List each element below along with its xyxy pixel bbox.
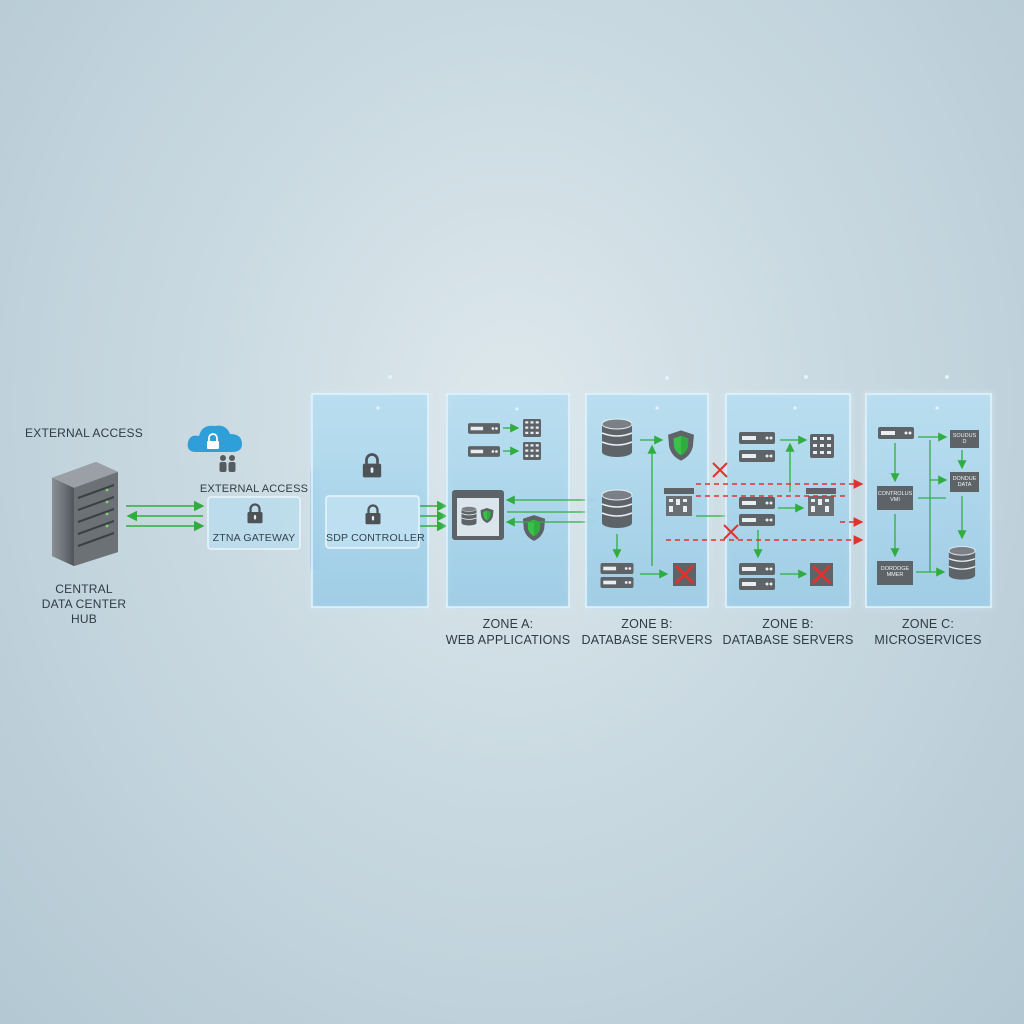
ztna-gateway-box [207,496,301,550]
zone-a-panel [446,393,598,608]
cloud-lock-icon [187,425,242,452]
sdp-controller-label: SDP CONTROLLER [326,532,425,544]
denied-flows [666,479,864,545]
hub-gateway-links [126,500,205,532]
zone-c-label: ZONE C: MICROSERVICES [858,616,998,648]
zone-b2-title: ZONE B: [762,617,814,631]
zone-b1-label: ZONE B: DATABASE SERVERS [577,616,717,648]
sdp-panel [311,393,429,608]
glow-dots [376,375,949,411]
zone-b-panel-1 [585,393,742,608]
gateway-top-label: EXTERNAL ACCESS [199,483,309,495]
sdp-zone-links [420,500,448,532]
zone-b2-label: ZONE B: DATABASE SERVERS [718,616,858,648]
zone-a-title: ZONE A: [482,617,534,631]
micro-label-b: DONDUE DATA [952,476,977,488]
zone-b-panel-2 [725,393,851,608]
micro-label-c: CONTROLUS VMI [877,491,913,503]
zone-b1-title: ZONE B: [621,617,673,631]
zone-a-label: ZONE A: WEB APPLICATIONS [438,616,578,648]
zone-c-panel [865,393,992,608]
hub-top-label: EXTERNAL ACCESS [25,426,143,440]
blocked-x-icons [712,462,739,540]
zone-b1-subtitle: DATABASE SERVERS [581,633,713,647]
users-icon [219,455,236,472]
micro-label-d: DORDOGE MMER [880,566,910,578]
zone-c-subtitle: MICROSERVICES [874,633,982,647]
zone-b2-subtitle: DATABASE SERVERS [722,633,854,647]
ztna-gateway-label: ZTNA GATEWAY [212,532,296,544]
data-center-rack-icon [52,462,118,566]
zone-a-subtitle: WEB APPLICATIONS [445,633,571,647]
hub-label: CENTRAL DATA CENTER HUB [41,582,127,626]
micro-label-a: SOUDUS D [952,433,977,445]
zone-c-title: ZONE C: [901,617,955,631]
